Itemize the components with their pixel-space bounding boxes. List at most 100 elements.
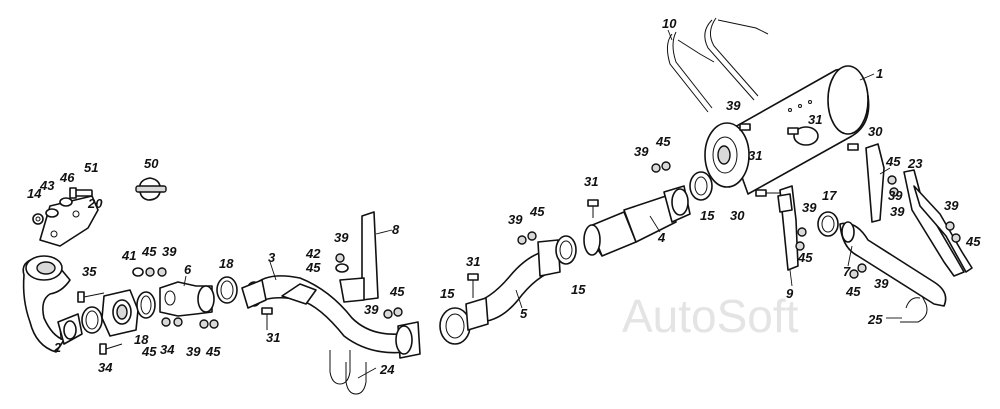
gasket-18-left [136,291,156,319]
muffler-strap-10 [666,17,769,113]
nut-set-39-45 [199,319,219,329]
callout-15-right: 15 [700,208,715,223]
callout-50: 50 [144,156,159,171]
hanger-bracket-30 [847,143,885,223]
bolt-31-mid [467,273,479,298]
callout-34-lower: 34 [98,360,113,375]
callout-45-right-hanger: 45 [885,154,901,169]
callout-51: 51 [84,160,98,175]
callout-18-right: 18 [219,256,234,271]
callout-18-left: 18 [134,332,149,347]
nut-set-39-45-flex [651,161,671,173]
callout-31-muffler-left: 31 [748,148,762,163]
u-bolt-24 [329,350,367,395]
flexible-pipe-4 [583,185,691,257]
callout-31-left: 31 [266,330,280,345]
callout-30-upper: 30 [868,124,883,139]
flange-pipe-6 [159,281,215,317]
callout-39-hanger: 39 [802,200,817,215]
bolt-34-lower [99,343,123,355]
callout-39-muffler: 39 [726,98,741,113]
callout-45-hanger: 45 [797,250,813,265]
watermark-text: AutoSoft [622,290,799,342]
pipe-clamp [135,177,167,201]
callout-24: 24 [379,362,395,377]
callout-39-right-hanger: 39 [890,204,905,219]
mounting-bracket [39,195,99,247]
callout-39-tailpipe: 39 [874,276,889,291]
callout-labels: 1 2 3 4 5 6 7 8 9 10 14 15 15 15 17 18 1… [27,16,981,377]
exhaust-elbow-pipe [22,255,83,353]
callout-42: 42 [305,246,321,261]
nut-set-39-45-right [383,307,403,319]
tailpipe-7 [839,221,947,307]
callout-45-bracket: 45 [305,260,321,275]
bolt-nut-set-left [32,187,93,225]
callout-31-mid: 31 [466,254,480,269]
exhaust-pipe-5 [439,239,561,345]
callout-5: 5 [520,306,528,321]
callout-43: 43 [39,178,55,193]
callout-45-far-right: 45 [965,234,981,249]
callout-45-lower-mid: 45 [205,344,221,359]
bolt-31-left [261,307,273,330]
gasket-17 [817,211,839,237]
callout-23: 23 [907,156,923,171]
callout-1: 1 [876,66,883,81]
callout-9: 9 [786,286,794,301]
callout-39-lower-left: 39 [186,344,201,359]
gasket-15-right [689,171,713,201]
bolt-35 [77,291,105,303]
callout-8: 8 [392,222,400,237]
nut-set-39-45-hanger [795,227,807,251]
pipe-bracket-8 [339,211,379,303]
muffler-1 [704,65,870,195]
gasket-15-mid [555,235,577,265]
callout-39-upper-left: 39 [162,244,177,259]
callout-41: 41 [121,248,136,263]
bolt-31-flex [587,199,599,218]
callout-45-mid: 45 [529,204,545,219]
callout-10: 10 [662,16,677,31]
callout-6: 6 [184,262,192,277]
callout-39-flex: 39 [634,144,649,159]
callout-30-lower: 30 [730,208,745,223]
nut-set-42 [335,253,349,273]
bolt-30-lower [755,189,780,197]
callout-45-flex: 45 [655,134,671,149]
callout-31-flex: 31 [584,174,598,189]
flange-block [101,289,139,337]
callout-45-pipe3: 45 [389,284,405,299]
callout-39-mid: 39 [508,212,523,227]
callout-15-mid: 15 [571,282,586,297]
gasket-18-right [216,276,238,304]
hanger-bracket-23 [903,169,973,277]
nut-set-39-45-mid [517,231,537,245]
callout-45-upper-left: 45 [141,244,157,259]
callout-39-pipe3: 39 [364,302,379,317]
gasket-left [81,306,103,334]
callout-4: 4 [657,230,666,245]
leader-lines [59,29,902,379]
callout-31-muffler-right: 31 [808,112,822,127]
callout-20: 20 [87,196,103,211]
callout-25: 25 [867,312,883,327]
callout-35: 35 [82,264,97,279]
callout-39-right-hanger-2: 39 [888,188,903,203]
callout-34-mid: 34 [160,342,175,357]
exhaust-pipe-3 [241,275,421,359]
hanger-bracket-9 [777,185,799,271]
callout-39-far-right: 39 [944,198,959,213]
callout-3: 3 [268,250,276,265]
washer-set-41 [132,267,183,327]
callout-17: 17 [822,188,837,203]
callout-46: 46 [59,170,75,185]
callout-45-lower-left: 45 [141,344,157,359]
callout-7: 7 [843,264,851,279]
callout-15-left: 15 [440,286,455,301]
u-bolt-25 [900,295,928,323]
nut-set-39-45-right-hanger [849,175,961,279]
callout-45-tailpipe: 45 [845,284,861,299]
bolt-31-muffler [739,123,799,135]
